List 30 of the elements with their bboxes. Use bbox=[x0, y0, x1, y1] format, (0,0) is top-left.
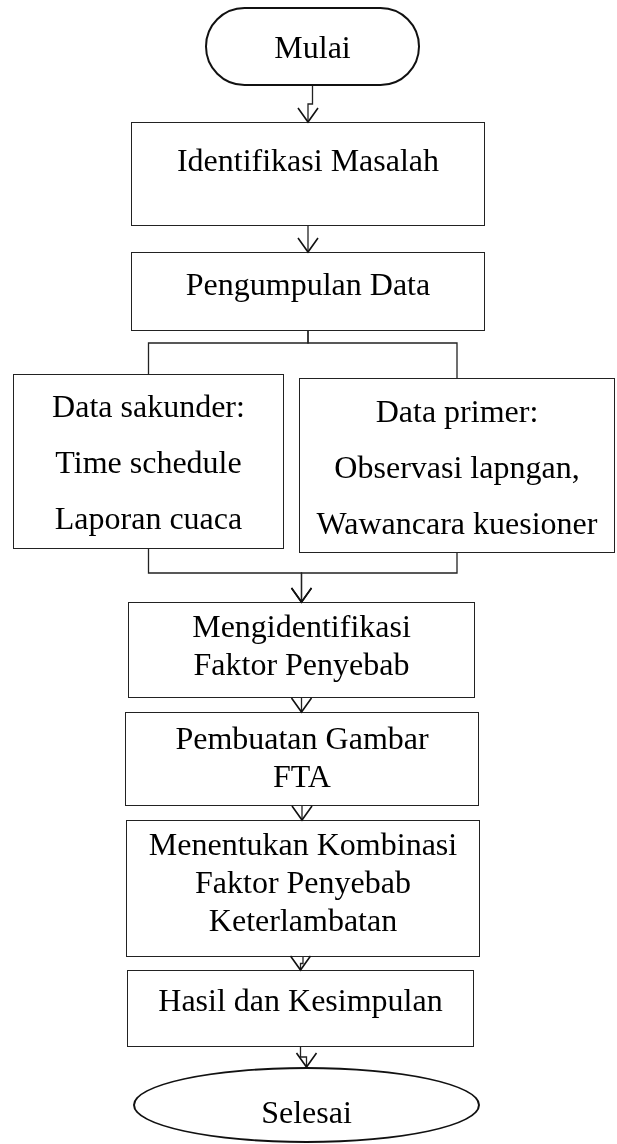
node-label: Mengidentifikasi Faktor Penyebab bbox=[191, 607, 412, 683]
process-box bbox=[131, 122, 485, 226]
node-label: Selesai bbox=[261, 1093, 352, 1131]
node-label: Pembuatan Gambar FTA bbox=[174, 719, 430, 795]
arrow bbox=[290, 552, 458, 603]
process-box bbox=[128, 602, 475, 698]
node-label: Data sakunder: bbox=[52, 387, 245, 425]
arrow bbox=[297, 225, 319, 253]
process-box bbox=[126, 820, 480, 957]
node-label: Time schedule bbox=[55, 443, 242, 481]
arrow bbox=[289, 955, 312, 971]
node-label: Identifikasi Masalah bbox=[176, 141, 440, 179]
connector-line bbox=[307, 330, 458, 379]
node-label: Observasi lapngan, bbox=[334, 448, 580, 486]
node-label: Pengumpulan Data bbox=[185, 265, 431, 303]
process-box bbox=[299, 378, 615, 553]
node-label: Mulai bbox=[274, 27, 351, 66]
arrow bbox=[291, 805, 313, 821]
arrow bbox=[295, 1046, 318, 1068]
arrow bbox=[297, 85, 319, 123]
process-box bbox=[127, 970, 474, 1047]
process-box bbox=[125, 712, 479, 806]
node-label: Menentukan Kombinasi Faktor Penyebab Keterlambatan bbox=[147, 825, 459, 939]
node-label: Laporan cuaca bbox=[54, 499, 243, 537]
process-box bbox=[13, 374, 284, 549]
node-label: Hasil dan Kesimpulan bbox=[158, 981, 443, 1019]
arrow bbox=[290, 697, 313, 713]
node-label: Data primer: bbox=[375, 392, 539, 430]
process-box bbox=[131, 252, 485, 331]
node-label: Wawancara kuesioner bbox=[316, 504, 598, 542]
